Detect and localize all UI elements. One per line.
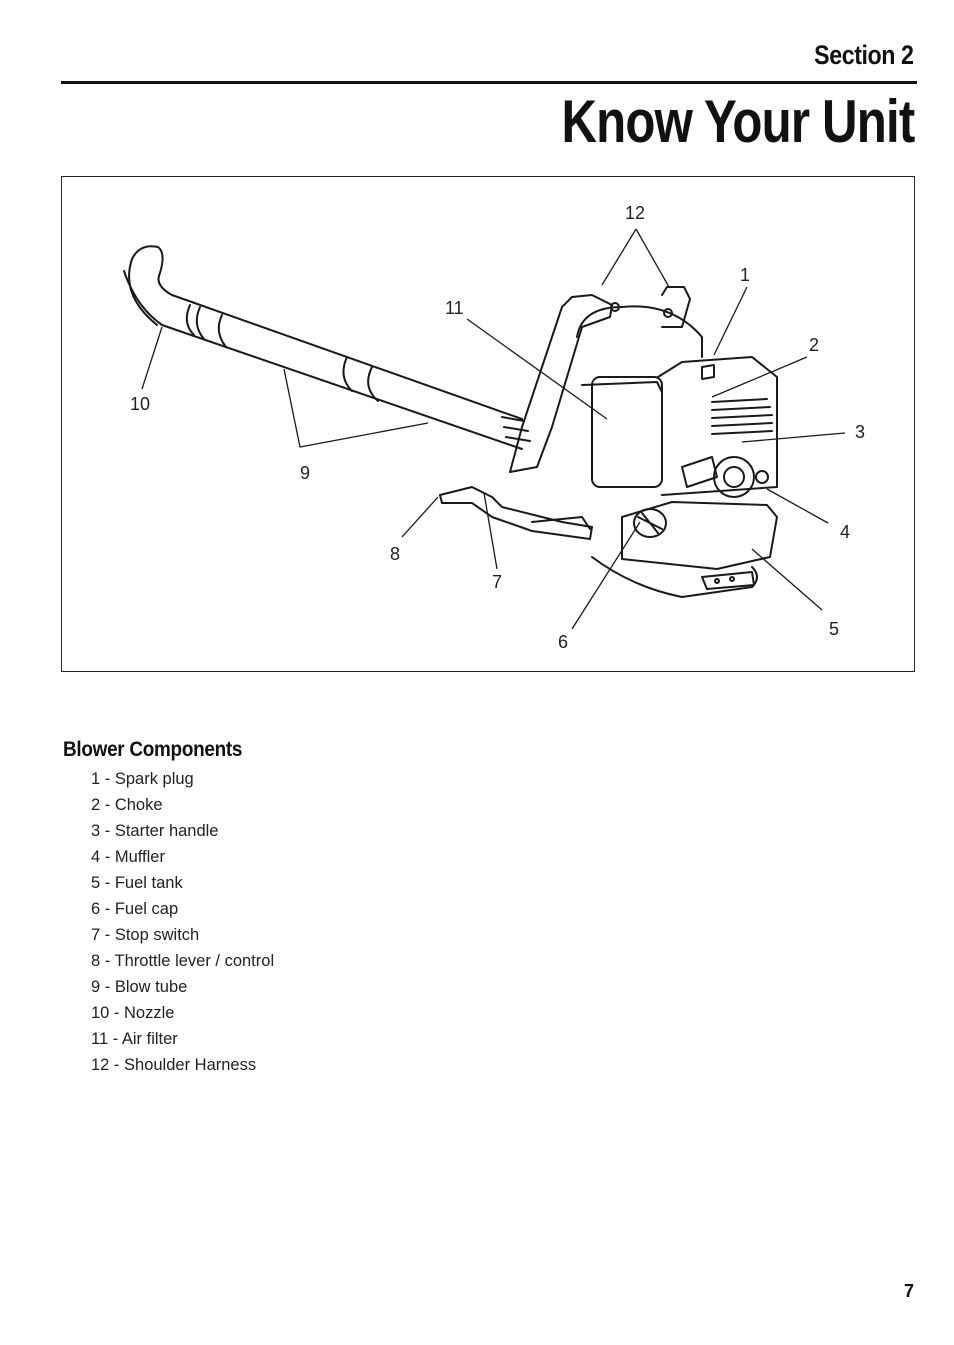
callout-7: 7 — [492, 572, 502, 592]
callout-3: 3 — [855, 422, 865, 442]
header-rule — [61, 81, 917, 84]
list-item: 1 - Spark plug — [91, 770, 194, 788]
components-list: 1 - Spark plug 2 - Choke 3 - Starter han… — [91, 766, 274, 1078]
callout-2: 2 — [809, 335, 819, 355]
callout-11: 11 — [445, 298, 464, 318]
throttle-handle-shape — [439, 486, 593, 540]
leader-lines — [141, 228, 846, 630]
blower-figure: 12 1 2 3 4 5 6 7 8 9 10 11 — [61, 176, 915, 672]
callout-10: 10 — [130, 394, 150, 414]
list-item: 12 - Shoulder Harness — [91, 1056, 257, 1074]
callout-6: 6 — [558, 632, 568, 652]
blower-illustration: 12 1 2 3 4 5 6 7 8 9 10 11 — [123, 203, 865, 652]
list-item: 9 - Blow tube — [91, 978, 188, 996]
blower-drawing — [123, 245, 778, 598]
list-item: 5 - Fuel tank — [91, 874, 183, 892]
starter-handle-shape — [681, 456, 718, 488]
list-item: 6 - Fuel cap — [91, 900, 179, 918]
list-item: 11 - Air filter — [91, 1030, 178, 1048]
air-filter-cover — [591, 376, 663, 488]
page-title: Know Your Unit — [561, 88, 915, 155]
section-label: Section 2 — [814, 40, 915, 70]
callout-1: 1 — [740, 265, 750, 285]
blow-tube-bottom — [161, 324, 523, 450]
callout-9: 9 — [300, 463, 310, 483]
callout-8: 8 — [390, 544, 400, 564]
callout-5: 5 — [829, 619, 839, 639]
list-item: 2 - Choke — [91, 796, 163, 814]
list-item: 3 - Starter handle — [91, 822, 219, 840]
list-item: 7 - Stop switch — [91, 926, 200, 944]
page-number: 7 — [903, 1281, 914, 1301]
starter-housing — [713, 456, 755, 498]
backplate — [509, 294, 613, 473]
list-item: 8 - Throttle lever / control — [91, 952, 275, 970]
fuel-tank-shape — [621, 501, 778, 570]
components-heading: Blower Components — [63, 738, 243, 761]
callout-4: 4 — [840, 522, 850, 542]
list-item: 10 - Nozzle — [91, 1004, 175, 1022]
callout-12: 12 — [625, 203, 645, 223]
list-item: 4 - Muffler — [91, 848, 165, 866]
fuel-cap-shape — [633, 508, 667, 538]
nozzle-shape — [128, 245, 173, 326]
